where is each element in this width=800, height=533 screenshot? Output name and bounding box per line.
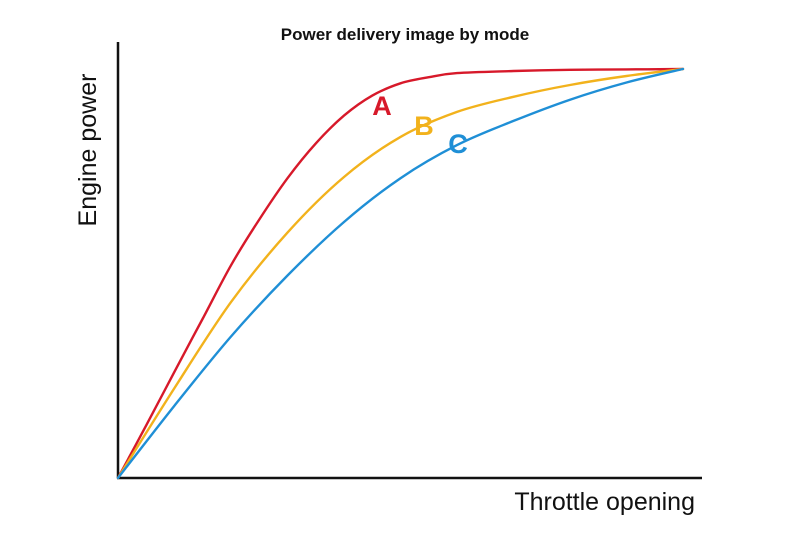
x-axis-label: Throttle opening: [514, 488, 695, 516]
series-line-a: [116, 67, 685, 480]
series-group: [116, 67, 685, 480]
series-line-b: [116, 67, 685, 480]
series-label-group: ABC: [372, 91, 468, 159]
y-axis-label: Engine power: [74, 74, 102, 227]
series-label-a: A: [372, 91, 392, 121]
chart-title: Power delivery image by mode: [281, 25, 529, 44]
series-label-b: B: [414, 111, 434, 141]
series-line-c: [116, 67, 685, 480]
series-label-c: C: [448, 129, 468, 159]
